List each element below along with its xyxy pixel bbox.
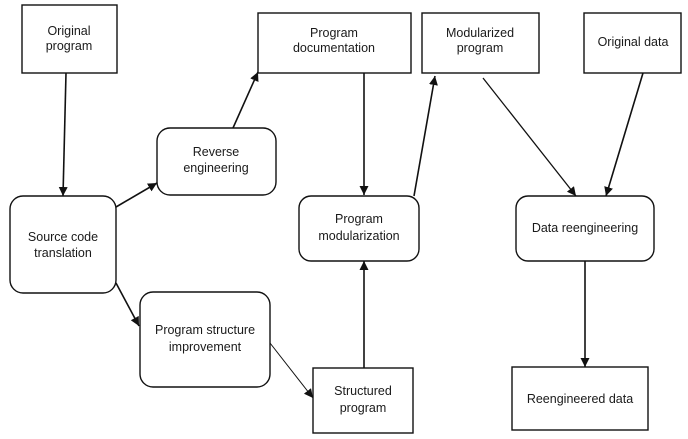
- node-program-modularization: Program modularization: [298, 195, 420, 262]
- edge-source-code-to-reverse-engineering: [115, 182, 158, 208]
- node-source-code-translation: Source code translation: [9, 195, 117, 294]
- node-reverse-engineering-line1: Reverse: [193, 145, 240, 159]
- node-original-data: Original data: [583, 12, 682, 74]
- node-program-documentation: Program documentation: [257, 12, 412, 74]
- node-structured-program: Structured program: [312, 367, 414, 434]
- node-program-structure-improvement-line2: improvement: [169, 340, 242, 354]
- node-program-documentation-line2: documentation: [293, 41, 375, 55]
- node-original-program-line2: program: [46, 39, 93, 53]
- node-reverse-engineering: Reverse engineering: [156, 127, 277, 196]
- node-program-modularization-line1: Program: [335, 212, 383, 226]
- edge-program-modularization-to-modularized-program: [413, 75, 438, 197]
- edge-reverse-engineering-to-program-documentation: [232, 71, 259, 129]
- nodes: Original program Program documentation M…: [9, 4, 682, 434]
- edge-original-data-to-data-reengineering: [604, 72, 644, 197]
- node-program-modularization-line2: modularization: [318, 229, 399, 243]
- node-reengineered-data: Reengineered data: [511, 366, 649, 431]
- node-reverse-engineering-line2: engineering: [183, 161, 248, 175]
- node-program-structure-improvement: Program structure improvement: [139, 291, 271, 388]
- node-modularized-program-line2: program: [457, 41, 504, 55]
- node-original-program-line1: Original: [47, 24, 90, 38]
- node-program-structure-improvement-line1: Program structure: [155, 323, 255, 337]
- edge-program-structure-improvement-to-structured-program: [269, 342, 314, 399]
- node-original-program: Original program: [21, 4, 118, 74]
- node-data-reengineering: Data reengineering: [515, 195, 655, 262]
- node-source-code-translation-line2: translation: [34, 246, 92, 260]
- node-structured-program-line1: Structured: [334, 384, 392, 398]
- node-reengineered-data-line1: Reengineered data: [527, 392, 633, 406]
- node-data-reengineering-line1: Data reengineering: [532, 221, 638, 235]
- node-modularized-program: Modularized program: [421, 12, 540, 74]
- node-program-documentation-line1: Program: [310, 26, 358, 40]
- node-original-data-line1: Original data: [598, 35, 669, 49]
- edges: [58, 71, 644, 399]
- node-source-code-translation-line1: Source code: [28, 230, 98, 244]
- edge-source-code-to-program-structure-improvement: [115, 282, 140, 327]
- edge-original-program-to-source-code: [58, 72, 68, 197]
- node-structured-program-line2: program: [340, 401, 387, 415]
- edge-modularized-program-to-data-reengineering: [482, 77, 577, 197]
- node-modularized-program-line1: Modularized: [446, 26, 514, 40]
